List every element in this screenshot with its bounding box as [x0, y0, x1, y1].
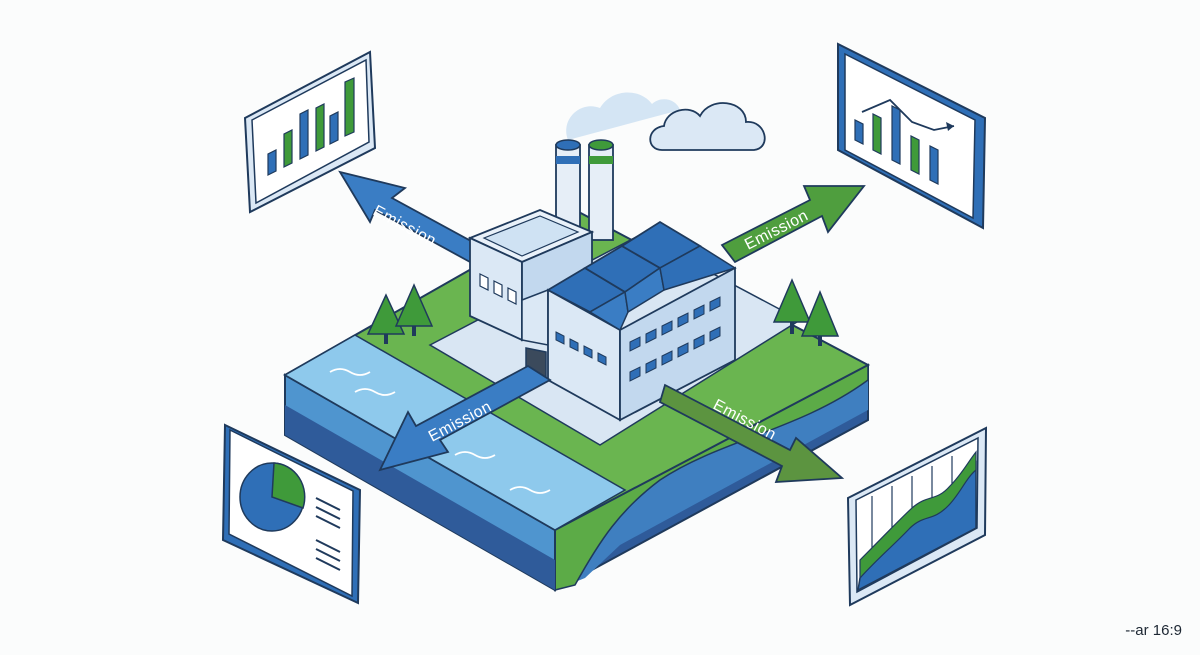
factory-building — [467, 92, 766, 422]
trees-left — [366, 283, 434, 344]
aspect-ratio-caption: --ar 16:9 — [1125, 622, 1182, 639]
emission-arrow-top-right: Emission — [720, 185, 866, 264]
emission-arrow-top-left: Emission — [338, 170, 482, 264]
bar-trend-chart-icon — [837, 42, 987, 230]
bar-chart-icon — [243, 50, 377, 214]
smoke-cloud — [566, 92, 680, 140]
pie-chart-report-icon — [221, 423, 362, 605]
trees-right — [772, 278, 840, 346]
cloud-icon — [649, 102, 766, 151]
area-chart-icon — [846, 426, 988, 607]
